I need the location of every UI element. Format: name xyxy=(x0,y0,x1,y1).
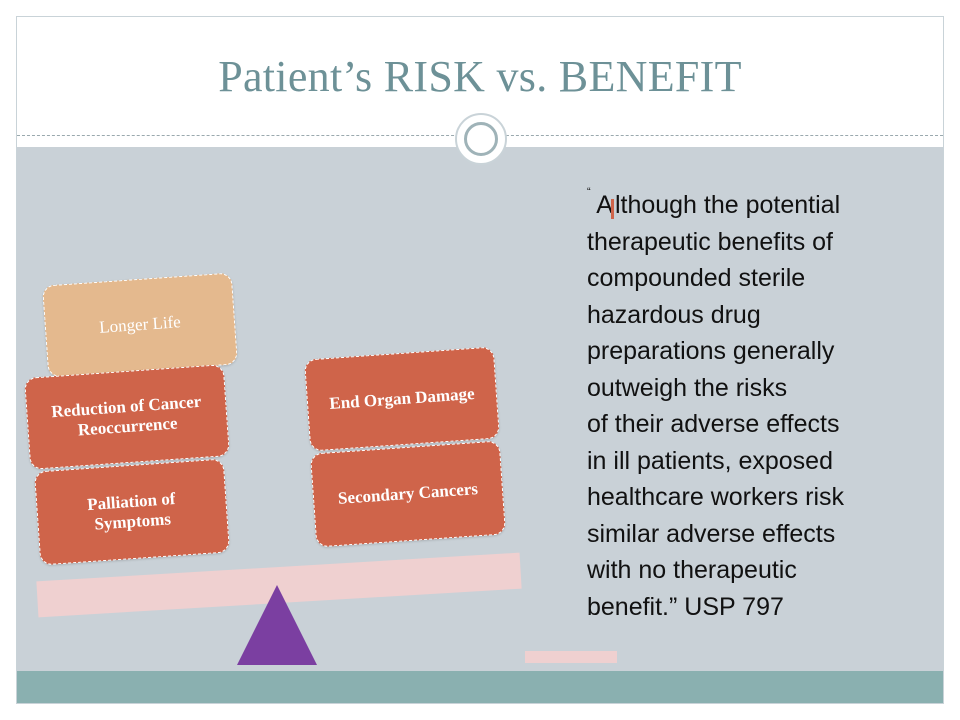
slide-title: Patient’s RISK vs. BENEFIT xyxy=(218,52,742,101)
quote-line: benefit.” USP 797 xyxy=(587,592,784,621)
fulcrum-triangle-icon xyxy=(237,585,317,665)
quote-first-line: “ Although the potential xyxy=(587,187,932,224)
benefit-label: Palliation of Symptoms xyxy=(86,489,177,534)
bottom-bar xyxy=(17,671,943,703)
benefit-block-reduction: Reduction of Cancer Reoccurrence xyxy=(24,364,230,470)
quote-line: with no therapeutic xyxy=(587,556,797,584)
quote-line: compounded sterile xyxy=(587,264,806,292)
circle-ornament-icon xyxy=(455,113,507,165)
benefit-label: Longer Life xyxy=(98,312,182,338)
usp-quote: “ Although the potential therapeutic ben… xyxy=(587,187,932,625)
risk-block-end-organ: End Organ Damage xyxy=(304,346,500,452)
text-cursor-icon xyxy=(610,199,614,219)
quote-line: outweigh the risks xyxy=(587,373,788,402)
quote-line: hazardous drug xyxy=(587,300,761,329)
risk-label: Secondary Cancers xyxy=(337,479,479,509)
quote-line: therapeutic benefits of xyxy=(587,227,833,256)
quote-line: similar adverse effects xyxy=(587,519,836,548)
quote-line: in ill patients, exposed xyxy=(587,446,833,475)
benefit-label: Reduction of Cancer Reoccurrence xyxy=(50,392,202,440)
benefit-block-longer-life: Longer Life xyxy=(42,272,238,378)
small-bar xyxy=(525,651,617,663)
benefit-block-palliation: Palliation of Symptoms xyxy=(33,458,231,566)
circle-ornament-inner xyxy=(464,122,498,156)
quote-first-line-rest: lthough the potential xyxy=(614,191,841,219)
quote-line: healthcare workers risk xyxy=(587,483,845,511)
quote-line: preparations generally xyxy=(587,337,835,365)
quote-open-mark: “ xyxy=(587,186,591,198)
quote-line: of their adverse effects xyxy=(587,410,840,438)
slide: Patient’s RISK vs. BENEFIT Longer Life R… xyxy=(16,16,944,704)
quote-first-letter: A xyxy=(596,191,613,219)
risk-label: End Organ Damage xyxy=(328,384,476,414)
risk-block-secondary-cancers: Secondary Cancers xyxy=(309,440,507,548)
